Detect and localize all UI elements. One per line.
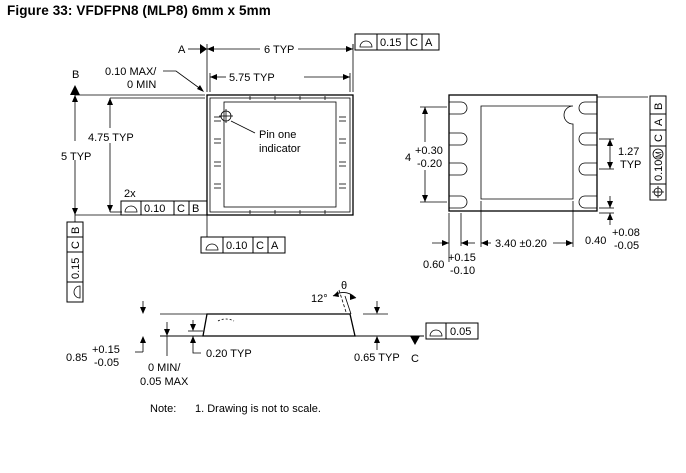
exposed-pad — [223, 101, 337, 208]
height-dimension: 5 TYP — [61, 151, 91, 163]
lead-length-plus: +0.15 — [448, 252, 476, 264]
pad-pitch-2: TYP — [620, 159, 641, 171]
svg-text:B: B — [70, 227, 82, 234]
svg-text:C: C — [177, 203, 185, 215]
inner-width-dimension: 5.75 TYP — [229, 72, 275, 84]
svg-text:A: A — [425, 37, 433, 49]
fcf-top: 0.15 C A — [354, 33, 440, 51]
profile-surface-icon — [205, 243, 219, 251]
lead-marks — [214, 96, 346, 214]
multiplier-label: 2x — [124, 188, 136, 200]
pitch-plus: +0.30 — [415, 145, 443, 157]
angle-label: 12° — [311, 293, 328, 305]
svg-text:0.10: 0.10 — [653, 160, 665, 181]
standoff-label-1: 0 MIN/ — [148, 362, 181, 374]
svg-text:C: C — [410, 37, 418, 49]
profile-surface-icon — [359, 40, 373, 48]
svg-text:C: C — [256, 240, 264, 252]
pitch-minus: -0.20 — [417, 158, 442, 170]
profile-surface-icon — [124, 205, 138, 213]
chamfer-label-1: 0.10 MAX/ — [105, 66, 157, 78]
svg-text:C: C — [653, 134, 665, 142]
datum-c-label: C — [411, 353, 419, 365]
svg-text:A: A — [653, 118, 665, 126]
datum-a-label: A — [178, 44, 186, 56]
width-dimension: 6 TYP — [264, 44, 294, 56]
height-plus: +0.15 — [92, 344, 120, 356]
lead-length-minus: -0.10 — [450, 265, 475, 277]
lead-length-base: 0.60 — [423, 259, 444, 271]
fcf-position: 0.10 M C A B — [649, 95, 667, 201]
lead-width-minus: -0.05 — [614, 240, 639, 252]
package-outline — [206, 94, 354, 216]
top-view: Pin one indicator 6 TYP 5.75 TYP A 0.10 … — [61, 33, 440, 303]
datum-b-triangle — [70, 85, 80, 95]
note-text: 1. Drawing is not to scale. — [195, 403, 321, 415]
note-label: Note: — [150, 403, 176, 415]
side-view: 0.85 +0.15 -0.05 0 MIN/ 0.05 MAX 0.20 TY… — [66, 280, 479, 388]
edge-dimension: 0.65 TYP — [354, 352, 400, 364]
package-inner-outline — [209, 97, 351, 213]
figure-title: Figure 33: VFDFPN8 (MLP8) 6mm x 5mm — [7, 3, 271, 18]
pad-width-dimension: 3.40 ±0.20 — [495, 238, 547, 250]
fcf-bottom: 0.10 C A — [200, 236, 286, 254]
pin-one-label-1: Pin one — [259, 129, 296, 141]
side-package-body — [202, 313, 356, 337]
svg-text:A: A — [271, 240, 279, 252]
height-minus: -0.05 — [94, 357, 119, 369]
lead-width-base: 0.40 — [585, 235, 606, 247]
left-leads — [449, 101, 468, 209]
profile-surface-icon — [73, 285, 81, 299]
pin-one-label-2: indicator — [259, 143, 301, 155]
bottom-view: 4 +0.30 -0.20 1.27 TYP 0.10 M C — [405, 94, 667, 277]
svg-text:B: B — [192, 203, 199, 215]
pin-one-target-icon — [219, 109, 233, 123]
svg-text:0.05: 0.05 — [450, 326, 471, 338]
fcf-flatness: 0.05 — [425, 322, 479, 340]
thermal-pad — [480, 105, 574, 200]
datum-b-label: B — [72, 69, 79, 81]
svg-text:M: M — [655, 151, 664, 158]
fcf-side: 0.15 C B — [66, 221, 84, 303]
inner-height-dimension: 4.75 TYP — [88, 132, 134, 144]
pitch-count: 4 — [405, 152, 411, 164]
svg-text:0.10: 0.10 — [226, 240, 247, 252]
datum-c-triangle — [410, 336, 420, 345]
side-mold-mark — [217, 318, 235, 322]
pin-one-leader — [230, 120, 256, 134]
profile-surface-icon — [429, 329, 443, 337]
svg-text:0.15: 0.15 — [380, 37, 401, 49]
mmc-modifier-icon — [652, 148, 664, 160]
fcf-inner: 0.10 C B — [120, 200, 208, 216]
svg-text:B: B — [653, 103, 665, 110]
chamfer-label-2: 0 MIN — [127, 79, 156, 91]
height-base: 0.85 — [66, 352, 87, 364]
lead-width-plus: +0.08 — [612, 227, 640, 239]
bottom-package-outline — [448, 94, 598, 212]
lead-thickness: 0.20 TYP — [206, 348, 252, 360]
svg-text:C: C — [70, 241, 82, 249]
right-leads — [578, 101, 597, 209]
svg-text:0.10: 0.10 — [144, 203, 165, 215]
svg-text:0.15: 0.15 — [70, 258, 82, 279]
pad-pitch-1: 1.27 — [618, 146, 639, 158]
theta-label: θ — [341, 280, 347, 292]
position-icon — [652, 186, 664, 198]
standoff-label-2: 0.05 MAX — [140, 376, 189, 388]
